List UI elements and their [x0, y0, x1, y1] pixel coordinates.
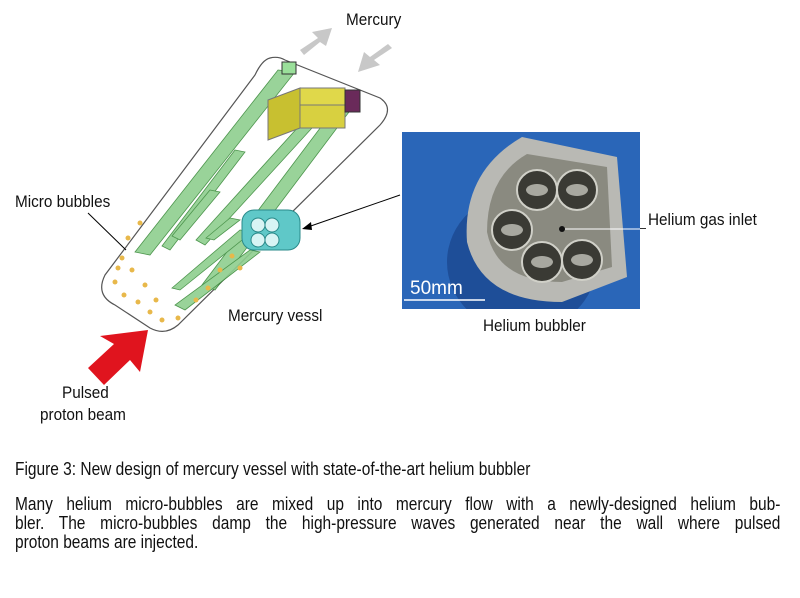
mercury-label: Mercury	[346, 10, 402, 29]
proton-beam-label: proton beam	[40, 405, 126, 424]
mercury-inflow-arrow	[358, 44, 392, 72]
scale-bar-label: 50mm	[410, 278, 463, 299]
micro-bubbles	[112, 220, 243, 323]
description-line: bler. The micro-bubbles damp the high-pr…	[15, 513, 781, 533]
description-line: Many helium micro-bubbles are mixed up i…	[15, 494, 781, 514]
pointer-arrowhead	[302, 222, 312, 230]
bubbler-pointer-line	[304, 194, 401, 229]
gas-inlet-hole	[559, 226, 565, 232]
helium-gas-inlet-label: Helium gas inlet	[648, 210, 757, 229]
helium-bubbler-label: Helium bubbler	[483, 316, 586, 335]
bubbler-block	[241, 209, 301, 251]
proton-beam-arrow	[88, 330, 148, 385]
mercury-outflow-arrow	[300, 28, 332, 55]
inlet-leader-line	[640, 228, 646, 229]
pulsed-label: Pulsed	[62, 383, 109, 402]
mercury-vessel-diagram	[87, 28, 401, 385]
micro-bubbles-label: Micro bubbles	[15, 192, 111, 211]
description-line: proton beams are injected.	[15, 532, 199, 552]
micro-bubbles-leader	[87, 212, 127, 251]
figure-caption: Figure 3: New design of mercury vessel w…	[15, 459, 531, 479]
figure-description: Many helium micro-bubbles are mixed up i…	[15, 495, 780, 552]
mercury-vessel-label: Mercury vessl	[228, 306, 323, 325]
mercury-inlet-outlet-block	[267, 61, 361, 141]
helium-bubbler-photo: 50mm	[402, 132, 640, 309]
